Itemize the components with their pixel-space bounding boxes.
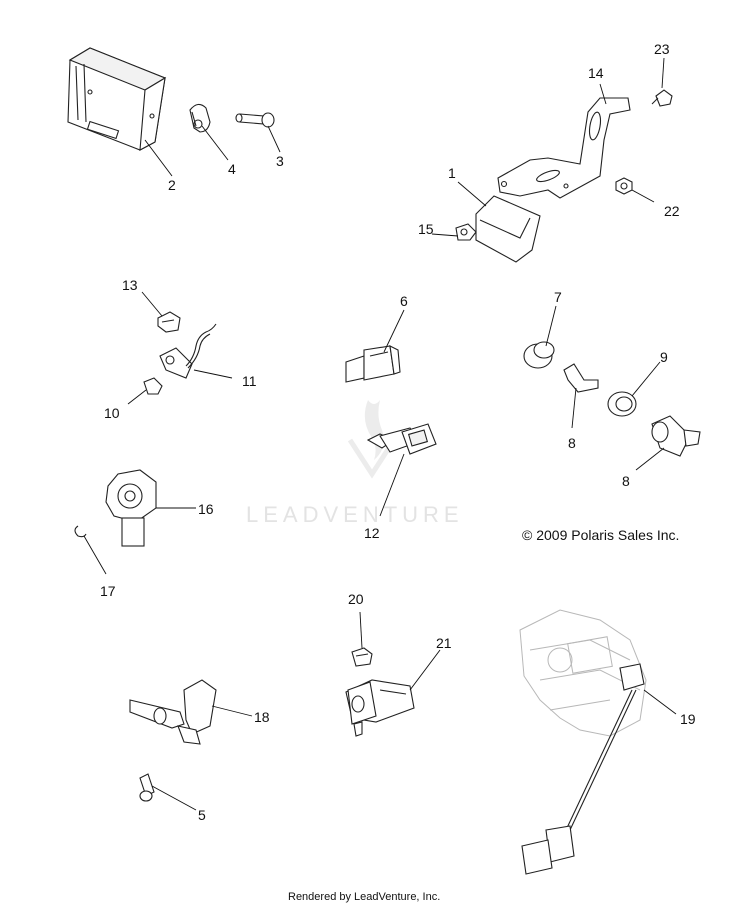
callout-14: 14 (588, 65, 604, 81)
footer-text: Rendered by LeadVenture, Inc. (288, 891, 440, 903)
callout-1: 1 (448, 165, 456, 181)
callout-21: 21 (436, 635, 452, 651)
leader-lines (83, 57, 677, 811)
part-8-sensor (651, 415, 701, 457)
callout-15: 15 (418, 221, 434, 237)
callout-8b: 8 (622, 473, 630, 489)
callout-16: 16 (198, 501, 214, 517)
callout-12: 12 (364, 525, 380, 541)
watermark: LEADVENTURE (246, 400, 464, 527)
part-9-grommet (607, 391, 637, 417)
callout-4: 4 (228, 161, 236, 177)
callout-13: 13 (122, 277, 138, 293)
part-20-bolt (351, 647, 373, 667)
part-19-engine-sensor (519, 609, 647, 875)
part-10-nut (143, 377, 163, 395)
part-21-map-sensor (345, 679, 415, 737)
callout-10: 10 (104, 405, 120, 421)
callout-11: 11 (242, 373, 257, 389)
part-7-cap (523, 341, 555, 369)
part-14-bracket (497, 97, 631, 199)
callout-17: 17 (100, 583, 116, 599)
part-12-temp-sensor (366, 423, 437, 455)
callout-18: 18 (254, 709, 270, 725)
watermark-text: LEADVENTURE (246, 502, 464, 527)
callout-22: 22 (664, 203, 680, 219)
part-4-clip (189, 103, 211, 133)
part-13-bolt (157, 311, 181, 333)
part-2-module-box (67, 47, 167, 151)
copyright-text: © 2009 Polaris Sales Inc. (522, 527, 679, 543)
part-15-screw (455, 223, 477, 241)
part-23-bolt (651, 89, 673, 107)
callout-9: 9 (660, 349, 668, 365)
callout-23: 23 (654, 41, 670, 57)
part-3-bolt (235, 112, 275, 128)
part-22-nut (615, 177, 633, 195)
part-8-tab (563, 363, 599, 393)
callout-2: 2 (168, 177, 176, 193)
callouts: 1 2 3 4 5 6 7 8 8 9 10 11 12 13 14 15 16… (100, 41, 696, 823)
callout-7: 7 (554, 289, 562, 305)
part-5-bolt (139, 773, 155, 802)
part-18-cam-sensor (129, 679, 217, 745)
part-6-plug (345, 345, 401, 383)
callout-20: 20 (348, 591, 364, 607)
callout-3: 3 (276, 153, 284, 169)
part-1-control-unit (475, 195, 541, 263)
part-16-knock-sensor (105, 469, 157, 547)
callout-5: 5 (198, 807, 206, 823)
callout-6: 6 (400, 293, 408, 309)
callout-19: 19 (680, 711, 696, 727)
part-17-clip (74, 525, 87, 538)
part-11-sensor (159, 323, 217, 379)
callout-8a: 8 (568, 435, 576, 451)
